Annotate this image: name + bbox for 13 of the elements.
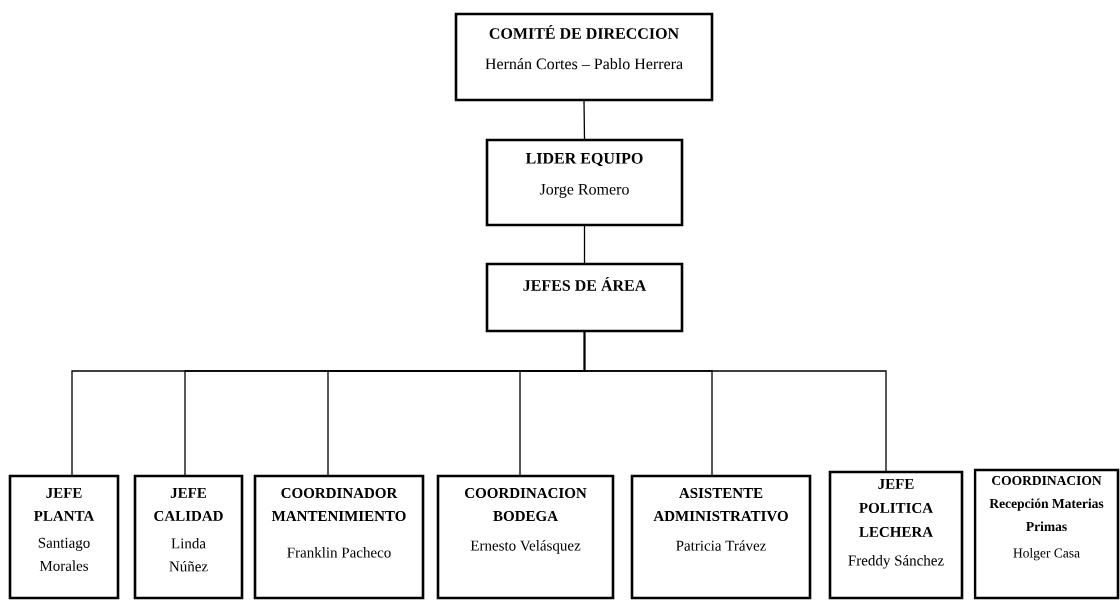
org-box: COORDINADOR MANTENIMIENTO Franklin Pacheco: [253, 474, 425, 600]
org-box: COORDINACION Recepción Materias Primas Holger Casa: [973, 468, 1120, 600]
connector-line: [583, 330, 887, 473]
org-box: JEFES DE ÁREA: [485, 262, 684, 333]
connector-line: [583, 99, 586, 141]
org-box: COMITÉ DE DIRECCION Hernán Cortes – Pablo Herrera: [454, 12, 714, 102]
org-box: JEFE POLITICA LECHERA Freddy Sánchez: [828, 470, 964, 600]
org-box: JEFE CALIDAD Linda Núñez: [133, 474, 244, 600]
org-box: JEFE PLANTA Santiago Morales: [8, 474, 120, 600]
org-box: LIDER EQUIPO Jorge Romero: [485, 138, 684, 227]
connector-line: [583, 224, 586, 265]
org-box: ASISTENTE ADMINISTRATIVO Patricia Trávez: [630, 474, 812, 600]
org-box: COORDINACION BODEGA Ernesto Velásquez: [436, 474, 615, 600]
